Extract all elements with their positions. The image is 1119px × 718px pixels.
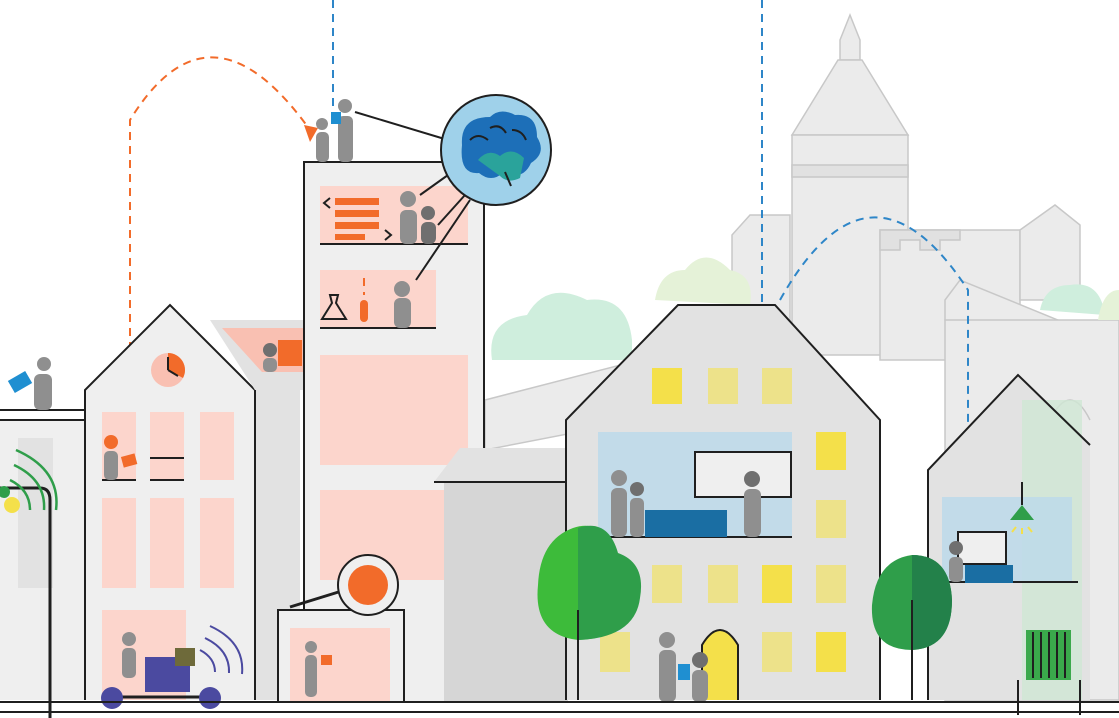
dash-orange-arc bbox=[129, 56, 311, 420]
bubble-ring bbox=[440, 94, 552, 206]
computer-monitor-icon bbox=[957, 531, 1013, 583]
person-street-2 bbox=[678, 652, 708, 702]
left-window-4 bbox=[102, 498, 136, 588]
left-window-2 bbox=[150, 412, 184, 480]
castle-right-gable bbox=[1019, 204, 1081, 301]
center-window-9 bbox=[708, 565, 738, 603]
person-street-1 bbox=[659, 632, 676, 702]
building-right-house bbox=[927, 373, 1091, 715]
trees bbox=[537, 525, 952, 700]
center-office-desk bbox=[645, 510, 727, 537]
tower-window-3 bbox=[320, 355, 468, 465]
dash-orange-arrowhead bbox=[304, 125, 318, 142]
left-window-5 bbox=[150, 498, 184, 588]
far-left-window bbox=[18, 438, 53, 588]
desk-lamp-icon bbox=[1010, 482, 1034, 534]
person-coder-2 bbox=[421, 206, 436, 244]
bubble-pointer-1 bbox=[354, 111, 449, 141]
center-office-screen-outline bbox=[694, 451, 792, 498]
bush-mint-right bbox=[1040, 284, 1105, 315]
person-tower-top-1 bbox=[338, 99, 353, 162]
person-reader-left bbox=[104, 435, 138, 480]
center-window-10 bbox=[652, 565, 682, 603]
center-window-8 bbox=[762, 565, 792, 603]
center-window-4 bbox=[816, 432, 846, 470]
street-lamp-light bbox=[4, 497, 20, 513]
center-window-3 bbox=[762, 368, 792, 404]
castle-battlement bbox=[879, 229, 961, 251]
magnifier-icon bbox=[289, 554, 399, 616]
bush-pale bbox=[655, 257, 751, 305]
building-far-left bbox=[0, 409, 85, 700]
castle-tower-roof bbox=[790, 59, 910, 136]
person-annex-reader bbox=[305, 641, 332, 697]
building-annex bbox=[277, 554, 405, 703]
person-coder-1 bbox=[400, 191, 417, 244]
bubble-pointer-3 bbox=[437, 194, 466, 226]
person-right-office bbox=[949, 541, 963, 582]
brain-icon bbox=[461, 111, 541, 187]
brain-bubble bbox=[354, 94, 552, 281]
person-cyclist bbox=[122, 632, 136, 678]
center-arched-door bbox=[702, 630, 738, 700]
person-tower-top-2 bbox=[316, 112, 341, 162]
people bbox=[7, 99, 963, 702]
tree-right-half bbox=[912, 555, 952, 650]
castle-tower-band bbox=[791, 164, 909, 178]
middle-low-roof bbox=[434, 448, 568, 482]
cargo-bike-icon bbox=[101, 648, 221, 709]
center-office-screen bbox=[695, 452, 791, 497]
center-house-outline bbox=[565, 304, 881, 700]
clock-icon bbox=[151, 353, 186, 387]
castle-spire bbox=[839, 12, 861, 61]
person-rooftop-left bbox=[7, 357, 52, 410]
person-office-2 bbox=[630, 482, 644, 537]
tree-center-right-half bbox=[578, 525, 642, 640]
bush-mint bbox=[491, 292, 632, 360]
left-house-outline bbox=[84, 303, 256, 700]
lab-flask-icon bbox=[320, 294, 348, 320]
center-door-outline bbox=[701, 629, 739, 700]
person-lab bbox=[394, 281, 411, 328]
wifi-signal-icon-bike bbox=[199, 625, 244, 675]
building-center-house bbox=[565, 304, 881, 700]
center-window-7 bbox=[816, 632, 846, 672]
dash-blue-arc bbox=[779, 216, 969, 470]
left-window-3 bbox=[200, 412, 234, 480]
radiator-icon bbox=[1017, 630, 1081, 715]
person-office-1 bbox=[611, 470, 627, 537]
attic-laptop bbox=[278, 340, 302, 366]
center-window-13 bbox=[600, 632, 630, 672]
center-window-6 bbox=[816, 565, 846, 603]
center-window-5 bbox=[816, 500, 846, 538]
wifi-signal-icon bbox=[9, 448, 58, 511]
bubble-pointer-4 bbox=[415, 199, 471, 281]
background-bushes bbox=[491, 257, 1119, 360]
test-tube-icon bbox=[360, 278, 368, 322]
center-window-1 bbox=[652, 368, 682, 404]
bush-pale-right bbox=[1098, 290, 1119, 320]
left-window-6 bbox=[200, 498, 234, 588]
person-attic bbox=[263, 343, 277, 372]
person-office-presenter bbox=[744, 471, 761, 537]
center-window-2 bbox=[708, 368, 738, 404]
center-window-12 bbox=[762, 632, 792, 672]
code-brackets-icon bbox=[322, 197, 393, 241]
tablet-icon bbox=[7, 370, 33, 394]
